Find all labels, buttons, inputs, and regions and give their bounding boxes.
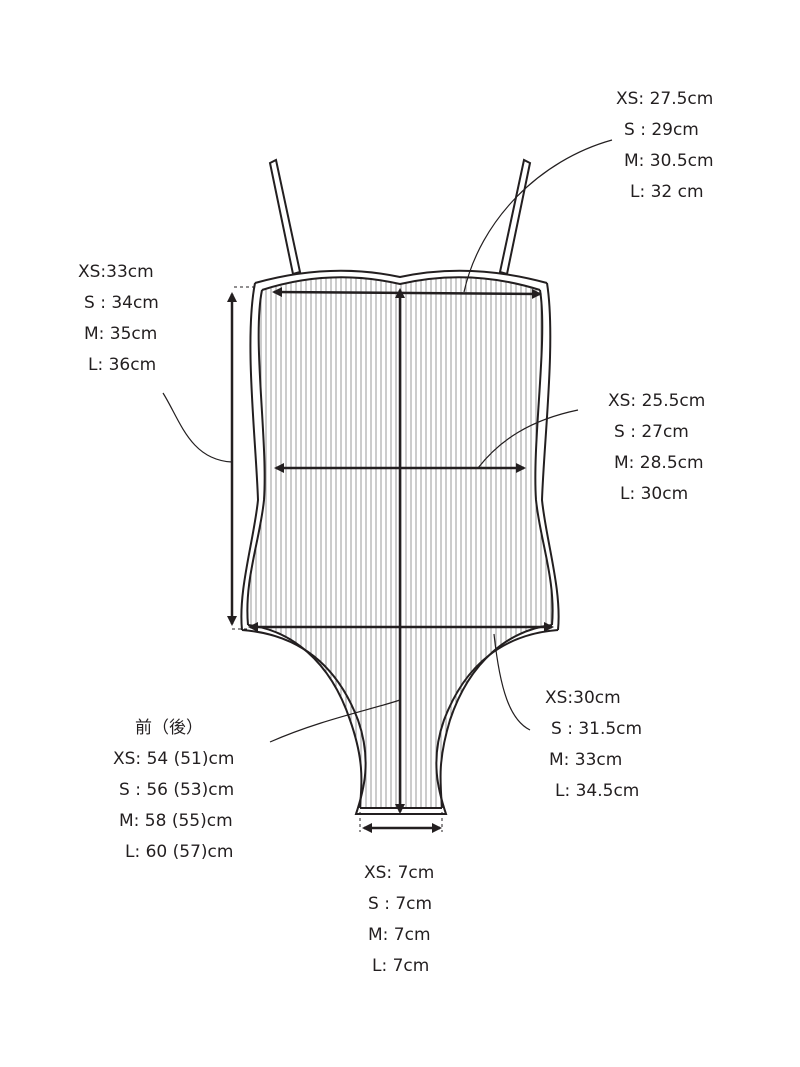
waist-width-sizes: XS: 25.5cm S : 27cm M: 28.5cm L: 30cm xyxy=(608,386,705,510)
hip-width-sizes: XS:30cm S : 31.5cm M: 33cm L: 34.5cm xyxy=(545,683,642,807)
bust-width-sizes: XS: 27.5cm S : 29cm M: 30.5cm L: 32 cm xyxy=(616,84,714,208)
bust-arrow xyxy=(272,287,542,299)
total-length-sizes: 前（後） XS: 54 (51)cm S : 56 (53)cm M: 58 (… xyxy=(113,713,234,868)
hip-m: M: 33cm xyxy=(549,750,623,770)
hip-xs: XS:30cm xyxy=(545,688,621,708)
crotch-width-sizes: XS: 7cm S : 7cm M: 7cm L: 7cm xyxy=(364,858,434,982)
garment-outline xyxy=(240,269,560,815)
bust-m: M: 30.5cm xyxy=(624,151,714,171)
bust-xs: XS: 27.5cm xyxy=(616,89,714,109)
total-m: M: 58 (55)cm xyxy=(119,811,233,831)
hip-l: L: 34.5cm xyxy=(555,781,640,801)
length-l: L: 36cm xyxy=(88,355,157,375)
bust-l: L: 32 cm xyxy=(630,182,704,202)
length-leader xyxy=(162,392,233,463)
crotch-l: L: 7cm xyxy=(372,956,430,976)
total-l: L: 60 (57)cm xyxy=(125,842,234,862)
shoulder-straps xyxy=(268,158,532,276)
waist-s: S : 27cm xyxy=(614,422,689,442)
bust-leader xyxy=(463,139,613,293)
length-xs: XS:33cm xyxy=(78,262,154,282)
reference-dashes xyxy=(232,286,443,832)
body-length-sizes: XS:33cm S : 34cm M: 35cm L: 36cm xyxy=(78,257,159,381)
total-xs: XS: 54 (51)cm xyxy=(113,749,235,769)
crotch-s: S : 7cm xyxy=(368,894,433,914)
total-leader xyxy=(269,699,401,743)
total-heading: 前（後） xyxy=(135,718,203,738)
waist-xs: XS: 25.5cm xyxy=(608,391,706,411)
length-m: M: 35cm xyxy=(84,324,158,344)
hip-leader xyxy=(493,633,531,731)
measurement-arrows xyxy=(227,287,554,833)
waist-l: L: 30cm xyxy=(620,484,689,504)
length-s: S : 34cm xyxy=(84,293,159,313)
leader-lines xyxy=(162,139,613,743)
total-s: S : 56 (53)cm xyxy=(119,780,235,800)
hip-s: S : 31.5cm xyxy=(551,719,643,739)
crotch-xs: XS: 7cm xyxy=(364,863,435,883)
bust-s: S : 29cm xyxy=(624,120,699,140)
waist-m: M: 28.5cm xyxy=(614,453,704,473)
waist-leader xyxy=(477,409,579,469)
crotch-m: M: 7cm xyxy=(368,925,431,945)
